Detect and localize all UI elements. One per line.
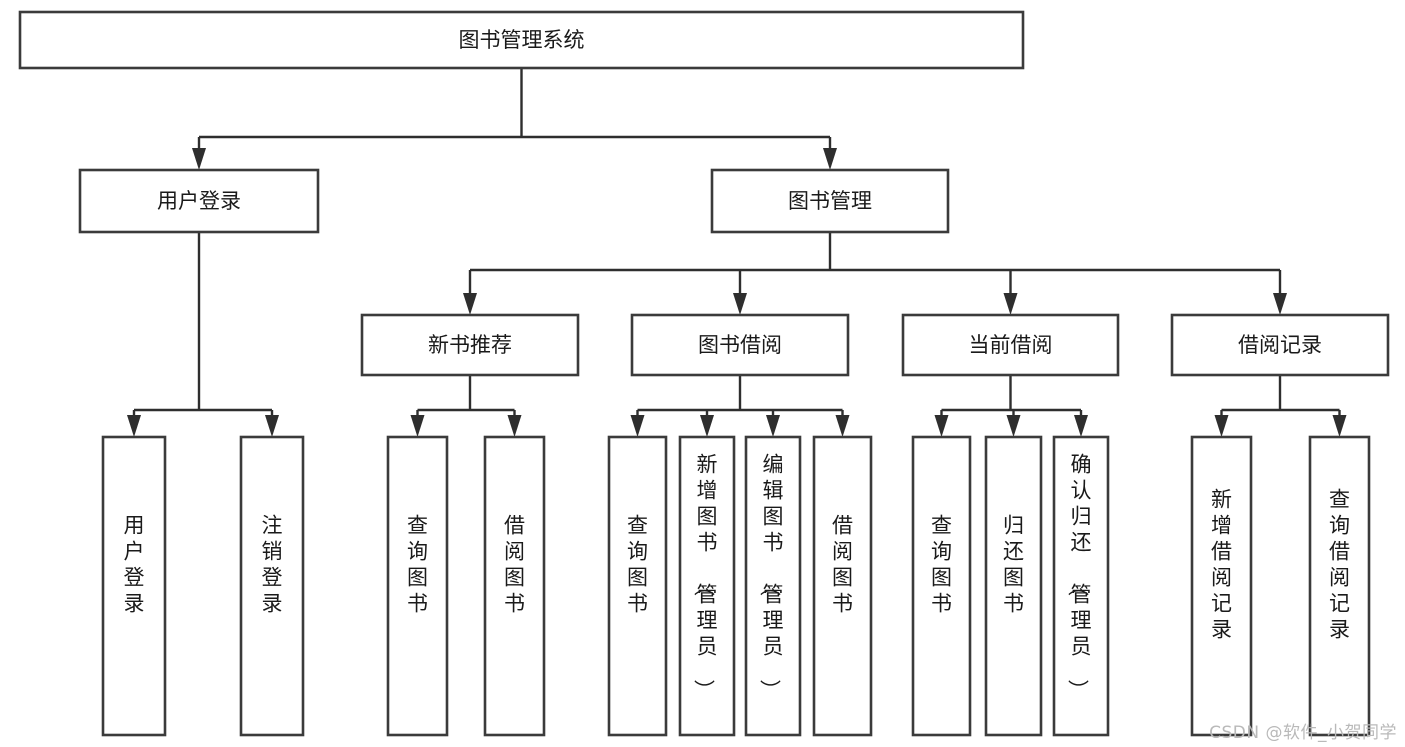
leaf-node-查询图书[interactable]: 查询图书 — [607, 435, 668, 737]
node-label: 当前借阅 — [969, 333, 1053, 357]
arrow-head-icon — [1273, 293, 1287, 315]
node-box[interactable] — [911, 435, 972, 737]
node-box[interactable] — [607, 435, 668, 737]
arrow-head-icon — [1003, 293, 1018, 315]
leaf-node-新增图书-管理员[interactable]: 新增图书（管理员） — [678, 435, 736, 737]
node-label-vertical: 编辑图书（管理员） — [758, 452, 784, 700]
leaf-node-注销登录[interactable]: 注销登录 — [239, 435, 305, 737]
level2-node-图书管理[interactable]: 图书管理 — [710, 168, 950, 234]
root-node-图书管理系统[interactable]: 图书管理系统 — [18, 10, 1025, 70]
leaf-node-新增借阅记录[interactable]: 新增借阅记录 — [1190, 435, 1253, 737]
arrow-head-icon — [934, 415, 949, 437]
arrow-head-icon — [463, 293, 477, 315]
node-box[interactable] — [78, 168, 320, 234]
node-label-vertical: 借阅图书 — [504, 513, 525, 615]
arrow-head-icon — [1074, 415, 1088, 437]
leaf-node-用户登录[interactable]: 用户登录 — [101, 435, 167, 737]
node-label: 图书借阅 — [698, 333, 782, 357]
node-label-vertical: 注销登录 — [262, 513, 283, 615]
arrow-head-icon — [127, 415, 141, 437]
arrow-head-icon — [823, 148, 837, 170]
arrow-head-icon — [1214, 415, 1229, 437]
node-box[interactable] — [984, 435, 1043, 737]
leaf-node-借阅图书[interactable]: 借阅图书 — [812, 435, 873, 737]
connector-layer — [127, 68, 1347, 437]
node-label: 图书管理 — [788, 189, 872, 213]
level3-node-新书推荐[interactable]: 新书推荐 — [360, 313, 580, 377]
arrow-head-icon — [410, 415, 425, 437]
level3-node-当前借阅[interactable]: 当前借阅 — [901, 313, 1120, 377]
node-label-vertical: 新增借阅记录 — [1211, 487, 1232, 641]
level3-node-借阅记录[interactable]: 借阅记录 — [1170, 313, 1390, 377]
leaf-node-编辑图书-管理员[interactable]: 编辑图书（管理员） — [744, 435, 802, 737]
node-label-vertical: 归还图书 — [1003, 513, 1024, 615]
leaf-node-查询借阅记录[interactable]: 查询借阅记录 — [1308, 435, 1371, 737]
node-box[interactable] — [744, 435, 802, 737]
node-label-vertical: 查询图书 — [931, 513, 952, 615]
node-label-vertical: 确认归还（管理员） — [1066, 452, 1092, 700]
node-label: 新书推荐 — [428, 333, 512, 357]
level3-node-图书借阅[interactable]: 图书借阅 — [630, 313, 850, 377]
node-box[interactable] — [483, 435, 546, 737]
node-label-vertical: 借阅图书 — [832, 513, 853, 615]
node-label-vertical: 新增图书（管理员） — [692, 452, 718, 700]
arrow-head-icon — [265, 415, 279, 437]
node-box[interactable] — [710, 168, 950, 234]
node-box[interactable] — [678, 435, 736, 737]
arrow-head-icon — [1006, 415, 1021, 437]
node-box[interactable] — [1190, 435, 1253, 737]
node-box[interactable] — [386, 435, 449, 737]
node-label: 用户登录 — [157, 189, 241, 213]
level2-node-用户登录[interactable]: 用户登录 — [78, 168, 320, 234]
node-box[interactable] — [360, 313, 580, 377]
leaf-node-确认归还-管理员[interactable]: 确认归还（管理员） — [1052, 435, 1110, 737]
node-box[interactable] — [101, 435, 167, 737]
leaf-node-借阅图书[interactable]: 借阅图书 — [483, 435, 546, 737]
node-label-vertical: 查询图书 — [407, 513, 428, 615]
arrow-head-icon — [700, 415, 714, 437]
leaf-node-查询图书[interactable]: 查询图书 — [911, 435, 972, 737]
node-box[interactable] — [18, 10, 1025, 70]
arrow-head-icon — [835, 415, 850, 437]
leaf-node-归还图书[interactable]: 归还图书 — [984, 435, 1043, 737]
arrow-head-icon — [1332, 415, 1347, 437]
node-box[interactable] — [1170, 313, 1390, 377]
arrow-head-icon — [766, 415, 780, 437]
leaf-node-查询图书[interactable]: 查询图书 — [386, 435, 449, 737]
node-box[interactable] — [901, 313, 1120, 377]
arrow-head-icon — [507, 415, 522, 437]
node-label: 图书管理系统 — [459, 28, 585, 52]
node-box[interactable] — [239, 435, 305, 737]
node-layer: 图书管理系统用户登录图书管理新书推荐图书借阅当前借阅借阅记录用户登录注销登录查询… — [18, 10, 1390, 737]
node-box[interactable] — [1052, 435, 1110, 737]
node-label: 借阅记录 — [1238, 333, 1322, 357]
node-box[interactable] — [630, 313, 850, 377]
node-label-vertical: 查询图书 — [627, 513, 648, 615]
arrow-head-icon — [192, 148, 206, 170]
arrow-head-icon — [733, 293, 747, 315]
node-box[interactable] — [1308, 435, 1371, 737]
arrow-head-icon — [630, 415, 645, 437]
node-label-vertical: 用户登录 — [124, 513, 145, 615]
node-box[interactable] — [812, 435, 873, 737]
node-label-vertical: 查询借阅记录 — [1329, 487, 1350, 641]
